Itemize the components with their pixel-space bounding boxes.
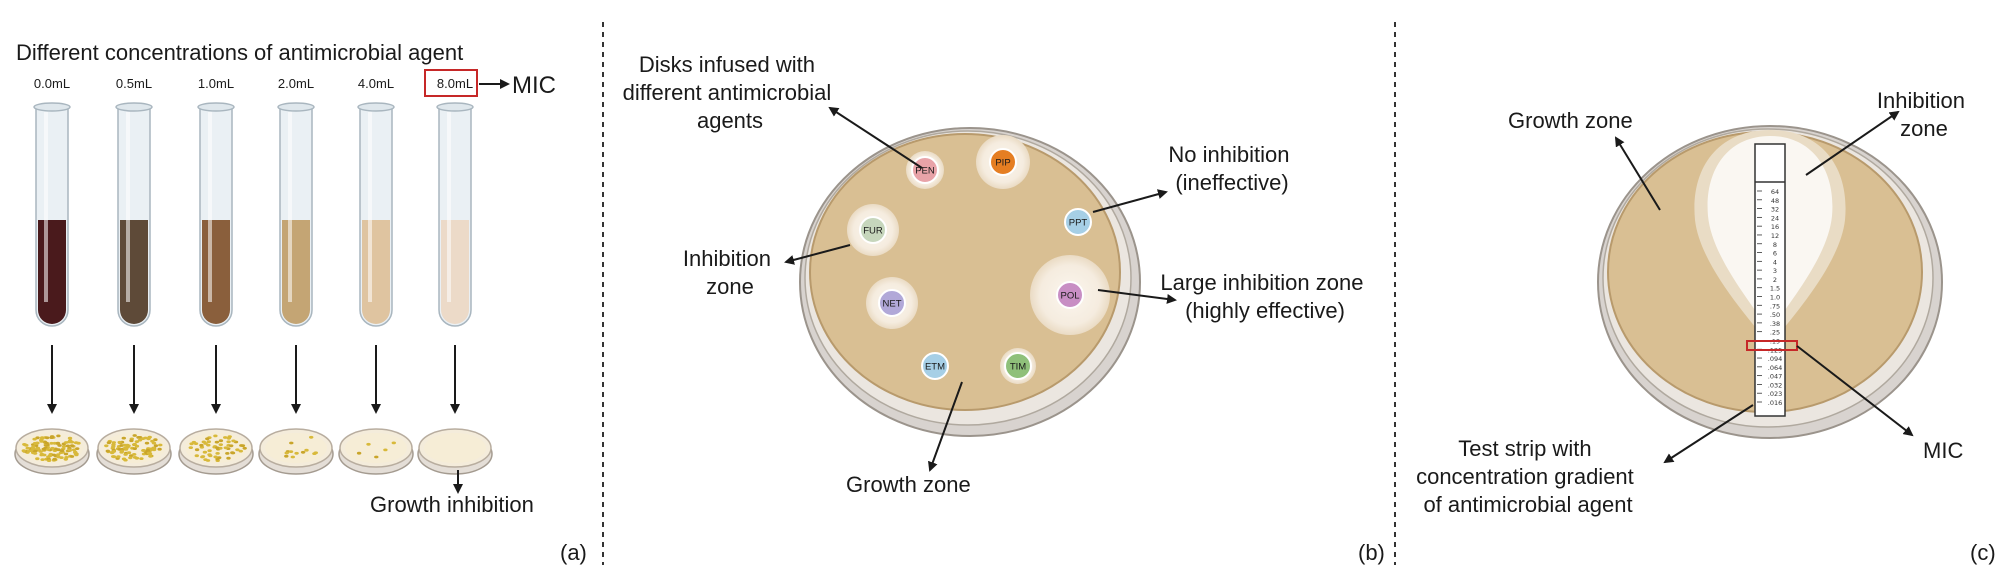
test-tube: 1.0mL — [197, 76, 235, 414]
strip-tick-label: .032 — [1768, 381, 1782, 389]
strip-tick-label: .047 — [1768, 373, 1782, 381]
inhibition-zone-arrow-c — [1805, 110, 1900, 176]
disk-label: PIP — [995, 158, 1010, 169]
disk-pen: PEN — [906, 151, 944, 189]
tube-liquid — [38, 220, 66, 324]
disk-pol: POL — [1030, 255, 1110, 335]
petri-dish-b — [799, 127, 1141, 437]
panel-c: 644832241612864321.51.0.75.50.38.25.19.1… — [1416, 88, 1996, 565]
inhibition-zone-arrow-b — [784, 244, 851, 265]
strip-tick-label: 2 — [1773, 276, 1777, 284]
strip-tick-label: 4 — [1773, 258, 1777, 266]
tube-liquid — [202, 220, 230, 324]
growth-inhibition-label: Growth inhibition — [370, 492, 534, 517]
tube-label: 0.5mL — [116, 76, 152, 91]
panel-b: PEN PIP FUR PPT NET POL ETM TIM Disks infused w… — [623, 52, 1385, 565]
inhibition-zone-label-c: Inhibition zone — [1877, 88, 1971, 141]
strip-label: Test strip with concentration gradient o… — [1416, 436, 1640, 517]
panel-b-tag: (b) — [1358, 540, 1385, 565]
disk-label: TIM — [1010, 362, 1026, 373]
mic-box-c — [1746, 340, 1798, 351]
petri-dish — [258, 428, 334, 475]
petri-dish — [417, 428, 493, 475]
strip-tick-label: .023 — [1768, 390, 1782, 398]
strip-tick-label: 32 — [1771, 206, 1779, 214]
strip-tick-label: .25 — [1770, 329, 1780, 337]
disk-etm: ETM — [921, 352, 949, 380]
tube-liquid — [441, 220, 469, 324]
disk-label: PPT — [1069, 218, 1088, 229]
mic-label-a: MIC — [512, 72, 556, 99]
strip-tick-label: 8 — [1773, 241, 1777, 249]
strip-tick-label: 24 — [1771, 214, 1779, 222]
strip-tick-label: .50 — [1770, 311, 1780, 319]
no-inhibition-label: No inhibition (ineffective) — [1168, 142, 1295, 195]
strip-tick-label: .016 — [1768, 399, 1782, 407]
disk-label: ETM — [925, 362, 945, 373]
tube-label: 2.0mL — [278, 76, 314, 91]
tube-liquid — [362, 220, 390, 324]
disk-label: POL — [1060, 291, 1079, 302]
petri-dish — [178, 428, 254, 475]
strip-tick-label: 6 — [1773, 250, 1777, 258]
strip-tick-label: 64 — [1771, 188, 1779, 196]
tube-label: 0.0mL — [34, 76, 70, 91]
growth-zone-label-c: Growth zone — [1508, 108, 1633, 133]
disk-label: PEN — [915, 166, 935, 177]
strip-tick-label: 1.0 — [1770, 294, 1780, 302]
tube-liquid — [282, 220, 310, 324]
large-zone-label: Large inhibition zone (highly effective) — [1160, 270, 1369, 323]
strip-tick-label: 1.5 — [1770, 285, 1780, 293]
mic-arrow-c — [1796, 345, 1914, 437]
test-tube: 8.0mL — [436, 76, 474, 414]
strip-tick-label: 12 — [1771, 232, 1779, 240]
panel-a-tag: (a) — [560, 540, 587, 565]
petri-dish — [338, 428, 414, 475]
large-zone-arrow — [1097, 289, 1177, 304]
disk-pip: PIP — [976, 135, 1030, 189]
disks-label: Disks infused with different antimicrobi… — [623, 52, 838, 133]
strip-tick-label: 48 — [1771, 197, 1779, 205]
test-tube: 4.0mL — [357, 76, 395, 414]
petri-dish-row — [14, 428, 493, 475]
disk-label: FUR — [863, 226, 883, 237]
strip-arrow — [1663, 404, 1754, 464]
antimicrobial-disks: PEN PIP FUR PPT NET POL ETM TIM — [847, 135, 1110, 384]
strip-tick-label: 3 — [1773, 267, 1777, 275]
tube-row: 0.0mL 0.5mL 1.0mL 2.0mL 4.0mL 8.0mL — [33, 76, 474, 414]
strip-tick-label: .094 — [1768, 355, 1782, 363]
disk-tim: TIM — [1000, 348, 1036, 384]
panel-a-title: Different concentrations of antimicrobia… — [16, 40, 463, 65]
disks-arrow — [828, 106, 923, 169]
growth-zone-label-b: Growth zone — [846, 472, 971, 497]
strip-tick-label: .75 — [1770, 302, 1780, 310]
panel-c-tag: (c) — [1970, 540, 1996, 565]
test-tube: 2.0mL — [277, 76, 315, 414]
growth-zone-arrow-c — [1614, 136, 1661, 211]
petri-dish — [96, 428, 172, 475]
tube-liquid — [120, 220, 148, 324]
test-tube: 0.0mL — [33, 76, 71, 414]
disk-net: NET — [866, 277, 918, 329]
tube-label: 4.0mL — [358, 76, 394, 91]
test-tube: 0.5mL — [115, 76, 153, 414]
petri-dish — [14, 428, 90, 475]
mic-label-c: MIC — [1923, 438, 1963, 463]
growth-zone-arrow-b — [928, 381, 963, 472]
strip-tick-label: .064 — [1768, 364, 1782, 372]
test-strip: 644832241612864321.51.0.75.50.38.25.19.1… — [1754, 143, 1786, 417]
mic-box — [424, 69, 478, 97]
no-inhibition-arrow — [1092, 189, 1168, 213]
disk-fur: FUR — [847, 204, 899, 256]
tube-label: 1.0mL — [198, 76, 234, 91]
inhibition-zone-label-b: Inhibition zone — [683, 246, 777, 299]
panel-a: Different concentrations of antimicrobia… — [14, 40, 587, 565]
strip-tick-label: 16 — [1771, 223, 1779, 231]
disk-label: NET — [883, 299, 902, 310]
disk-ppt: PPT — [1064, 208, 1092, 236]
tube-label: 8.0mL — [437, 76, 473, 91]
strip-tick-label: .38 — [1770, 320, 1780, 328]
